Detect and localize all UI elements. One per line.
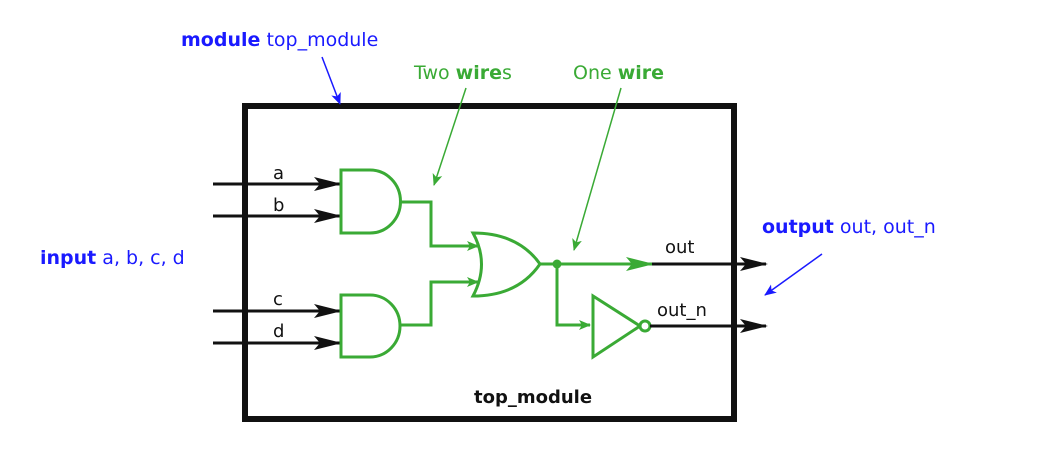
two-wires-keyword: wire — [456, 62, 502, 84]
output-names: out, out_n — [840, 216, 936, 238]
module-keyword: module — [181, 29, 260, 51]
port-label-a: a — [273, 163, 284, 184]
not-gate — [591, 293, 643, 360]
output-pointer-arrow — [764, 253, 823, 296]
output-annotation: output out, out_n — [762, 216, 936, 238]
port-label-b: b — [273, 195, 284, 216]
and-gate-top — [339, 168, 402, 235]
wire-and-bottom-to-or — [400, 277, 479, 327]
box-label: top_module — [474, 387, 592, 408]
port-label-out: out — [665, 237, 694, 258]
port-label-c: c — [273, 289, 283, 310]
input-keyword: input — [40, 247, 96, 269]
module-annotation: module top_module — [181, 29, 378, 51]
or-gate — [470, 231, 542, 298]
two-wires-suffix: s — [502, 62, 512, 84]
two-wires-pointer-arrow — [432, 87, 467, 186]
one-wire-pointer-arrow — [572, 87, 622, 251]
input-names: a, b, c, d — [102, 247, 184, 269]
one-wire-prefix: One — [573, 62, 618, 84]
module-name: top_module — [266, 29, 378, 51]
one-wire-annotation: One wire — [573, 62, 664, 84]
two-wires-annotation: Two wires — [413, 62, 512, 84]
wire-and-top-to-or — [400, 200, 479, 251]
wire-branch-to-not — [555, 264, 591, 330]
two-wires-prefix: Two — [413, 62, 456, 84]
input-annotation: input a, b, c, d — [40, 247, 185, 269]
module-pointer-arrow — [321, 56, 341, 105]
port-label-d: d — [273, 321, 284, 342]
one-wire-keyword: wire — [618, 62, 664, 84]
not-gate-bubble — [638, 319, 652, 333]
output-keyword: output — [762, 216, 834, 238]
and-gate-bottom — [339, 293, 402, 359]
port-label-out-n: out_n — [657, 300, 707, 321]
